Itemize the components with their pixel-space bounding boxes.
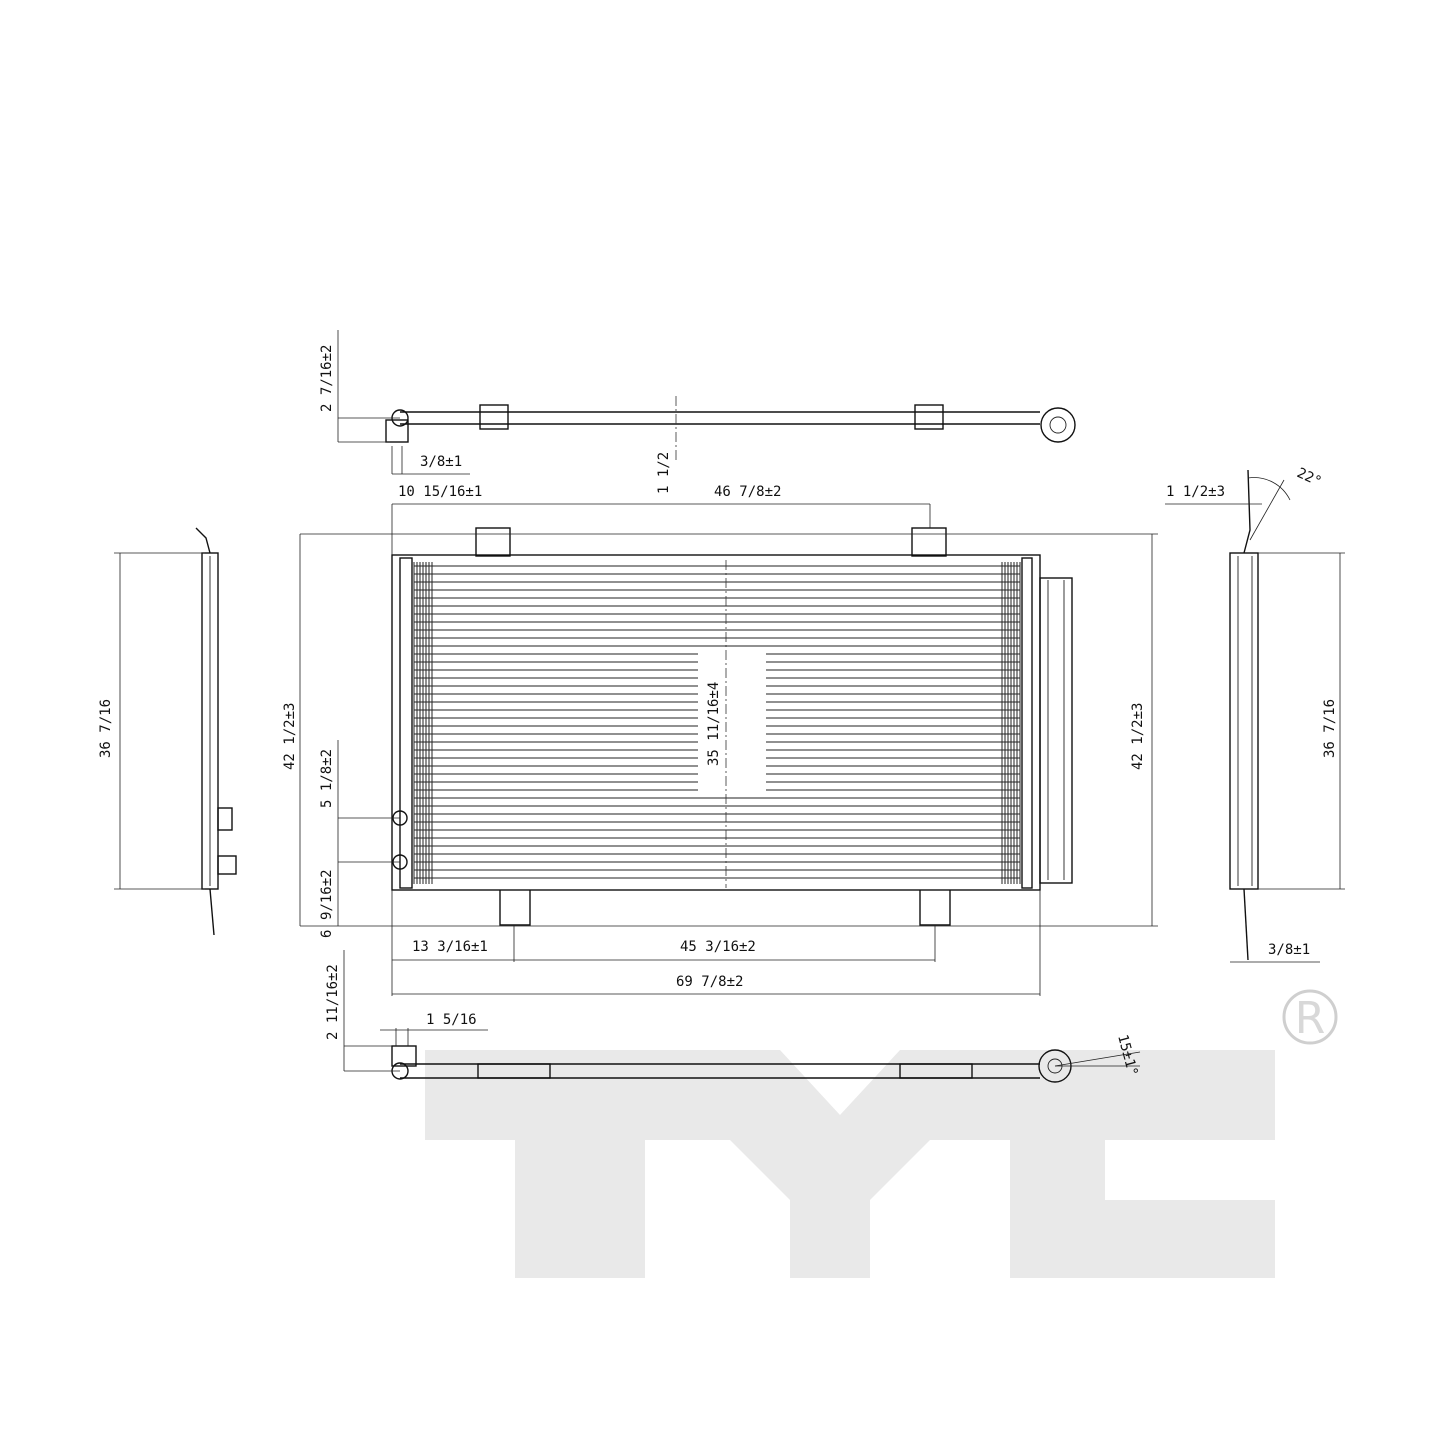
dim-top-offset: 3/8±1 (420, 454, 462, 470)
dim-bottom-bracket-left: 13 3/16±1 (412, 939, 488, 955)
dim-right-side-height: 36 7/16 (1322, 699, 1338, 758)
registered-mark-letter: R (1295, 993, 1326, 1044)
top-view (337, 330, 1076, 475)
dim-overall-width: 69 7/8±2 (676, 974, 743, 990)
dim-port-spacing: 5 1/8±2 (319, 749, 335, 808)
registered-mark: R (1282, 989, 1338, 1045)
dim-top-height: 2 7/16±2 (319, 345, 335, 412)
dim-top-pipe-offset: 1 1/2 (656, 452, 672, 494)
right-side-view (1229, 469, 1291, 961)
dim-port-low: 9/16±2 (319, 869, 335, 920)
tyc-logo-watermark (425, 1050, 1275, 1278)
dim-core-height: 35 11/16±4 (706, 682, 722, 766)
dim-overall-height-right: 42 1/2±3 (1130, 703, 1146, 770)
dim-bottom-fitting-width: 1 5/16 (426, 1012, 477, 1028)
bottom-view (391, 1045, 1141, 1083)
dim-right-bottom-offset: 3/8±1 (1268, 942, 1310, 958)
dim-bottom-height: 2 11/16±2 (325, 964, 341, 1040)
dim-bottom-bracket-spacing: 45 3/16±2 (680, 939, 756, 955)
dim-right-angle: 22° (1294, 465, 1324, 490)
dim-overall-height-left: 42 1/2±3 (282, 703, 298, 770)
dim-left-side-height: 36 7/16 (98, 699, 114, 758)
dim-bracket-left: 10 15/16±1 (398, 484, 482, 500)
front-view (391, 527, 1073, 926)
condenser-core-fins (413, 562, 1021, 884)
dim-bracket-spacing: 46 7/8±2 (714, 484, 781, 500)
dim-right-top-offset: 1 1/2±3 (1166, 484, 1225, 500)
left-side-view (195, 527, 237, 936)
dim-bottom-offset: 6 (319, 930, 335, 938)
